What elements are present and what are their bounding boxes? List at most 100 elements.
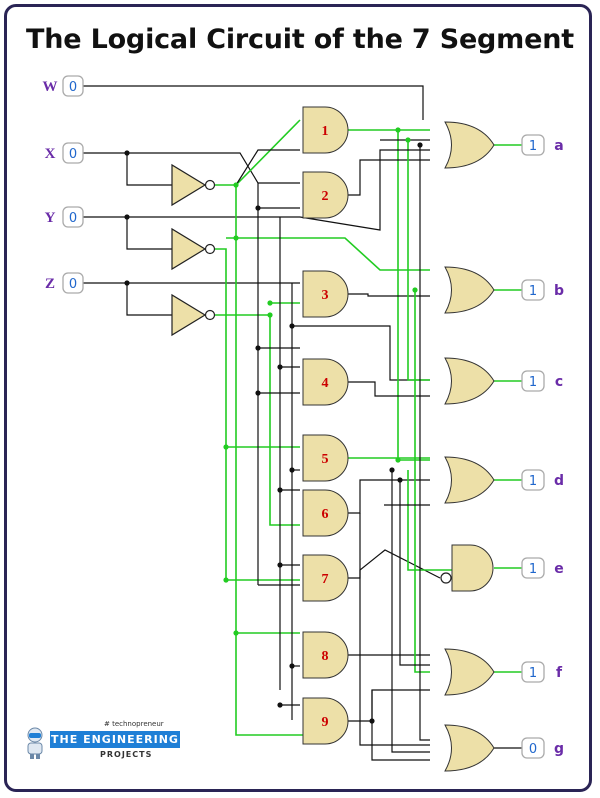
junction-dot — [124, 214, 130, 220]
gate-number-7: 7 — [322, 572, 329, 587]
not-bubble — [204, 309, 216, 321]
y-inverted-bus — [215, 248, 300, 581]
junction-dot — [397, 477, 403, 483]
not-bubble — [204, 179, 216, 191]
output-value-f: 1 — [529, 666, 537, 681]
and-output-wire — [348, 129, 430, 461]
and-gate-2 — [302, 171, 349, 219]
and-gate-7 — [302, 554, 349, 602]
and-gate-3 — [302, 270, 349, 318]
and-gate-4 — [302, 358, 349, 406]
or-gate-d — [444, 456, 495, 504]
not-gate — [171, 163, 207, 207]
wire — [399, 480, 430, 666]
junction-dot — [277, 562, 283, 568]
input-toggle-x[interactable] — [62, 142, 84, 164]
junction-dot — [267, 300, 273, 306]
wire — [126, 217, 172, 250]
output-box-a — [521, 134, 545, 156]
output-value-a: 1 — [529, 139, 537, 154]
gate-number-8: 8 — [322, 649, 329, 664]
engineering-projects-logo: # technopreneur THE ENGINEERING PROJECTS — [22, 720, 222, 780]
wire — [126, 153, 172, 186]
or-gate-b — [444, 266, 495, 314]
or-gate-a — [444, 121, 495, 169]
junction-dot — [223, 444, 229, 450]
and-gate-6 — [302, 489, 349, 537]
gate-number-5: 5 — [322, 452, 329, 467]
output-label-g: g — [554, 741, 564, 757]
wire — [235, 119, 301, 186]
not-gate — [171, 293, 207, 337]
junction-dot — [389, 467, 395, 473]
not-bubble — [204, 243, 216, 255]
gate-number-9: 9 — [322, 715, 329, 730]
input-label-w: W — [43, 79, 58, 95]
or-gate-c — [444, 357, 495, 405]
robot-icon — [27, 727, 43, 759]
input-toggle-y[interactable] — [62, 206, 84, 228]
input-value-y: 0 — [69, 211, 77, 226]
wire — [371, 690, 430, 761]
output-label-e: e — [554, 561, 564, 577]
input-toggle-z[interactable] — [62, 272, 84, 294]
logo-sub: PROJECTS — [100, 750, 153, 759]
input-label-x: X — [45, 146, 56, 162]
and-output-wire — [348, 479, 430, 514]
junction-dot — [124, 280, 130, 286]
output-value-d: 1 — [529, 474, 537, 489]
and-gate-9 — [302, 697, 349, 745]
output-value-g: 0 — [529, 742, 537, 757]
output-box-c — [521, 370, 545, 392]
wire-w — [83, 85, 424, 120]
output-value-b: 1 — [529, 284, 537, 299]
wire-x — [83, 152, 300, 184]
junction-dot — [277, 364, 283, 370]
logo-tagline: # technopreneur — [104, 720, 164, 728]
input-toggle-w[interactable] — [62, 75, 84, 97]
junction-dot — [412, 287, 418, 293]
junction-dot — [223, 577, 229, 583]
output-label-b: b — [554, 283, 564, 299]
output-box-b — [521, 279, 545, 301]
and-gate-5 — [302, 434, 349, 482]
wire — [226, 237, 430, 271]
output-value-c: 1 — [529, 375, 537, 390]
junction-dot — [233, 235, 239, 241]
input-label-y: Y — [45, 210, 56, 226]
gate-number-1: 1 — [322, 124, 329, 139]
output-value-e: 1 — [529, 562, 537, 577]
junction-dot — [277, 702, 283, 708]
input-value-z: 0 — [69, 277, 77, 292]
output-box-d — [521, 469, 545, 491]
output-box-e — [521, 557, 545, 579]
page-frame — [4, 4, 592, 792]
input-value-w: 0 — [69, 80, 77, 95]
wire — [126, 283, 172, 316]
gate-number-6: 6 — [322, 507, 329, 522]
junction-dot — [124, 150, 130, 156]
wire — [235, 149, 300, 186]
and-output-wire — [348, 159, 430, 196]
not-gate — [171, 227, 207, 271]
logo-name: THE ENGINEERING — [50, 731, 180, 748]
junction-dot — [289, 467, 295, 473]
gate-number-2: 2 — [322, 189, 329, 204]
output-box-f — [521, 661, 545, 683]
junction-dot — [233, 630, 239, 636]
junction-dot — [255, 205, 261, 211]
and-output-wire — [348, 381, 430, 397]
wires-layer — [83, 85, 522, 761]
junction-dot — [289, 323, 295, 329]
and-output-wire — [348, 293, 430, 297]
or-gate-g — [444, 724, 495, 772]
junction-dot — [267, 312, 273, 318]
junction-dot — [277, 487, 283, 493]
and-output-wire — [348, 549, 441, 579]
wire — [391, 470, 430, 753]
wire — [299, 149, 430, 231]
output-label-d: d — [554, 473, 564, 489]
junction-dot — [395, 457, 401, 463]
z-inverted-bus — [215, 314, 300, 526]
